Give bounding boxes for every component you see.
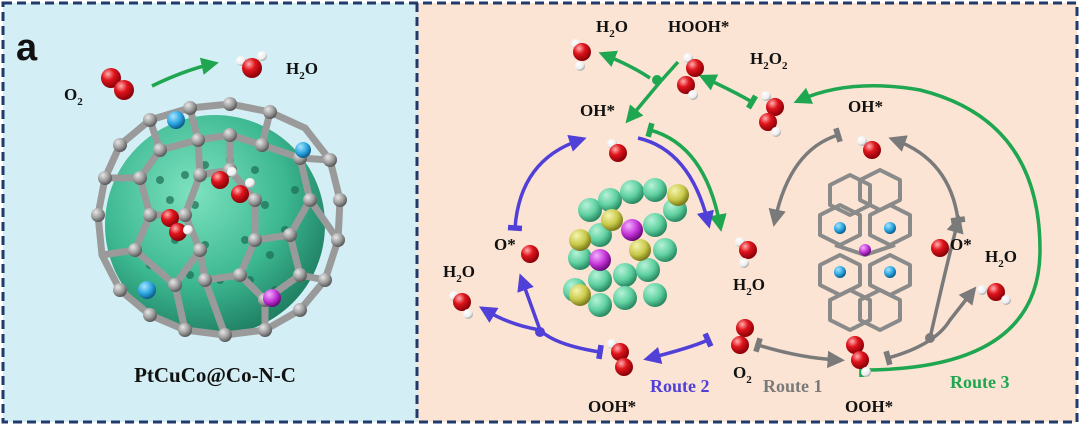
label-hooh: HOOH*: [668, 17, 729, 36]
o2-molecule-left: [101, 68, 134, 100]
h2o2-molecule: [759, 91, 784, 137]
label-ooh-left: OOH*: [588, 397, 636, 416]
label-oh-left: OH*: [580, 101, 615, 120]
label-h2o-left: H2O: [443, 262, 475, 285]
label-h2o-mid: H2O: [733, 275, 765, 298]
o2-label-left: O2: [64, 85, 83, 108]
route1-oh-to-h2o: [768, 127, 843, 227]
route2-o2-to-ooh: [643, 332, 714, 364]
panel-label: a: [16, 27, 38, 69]
h2o-top-molecule: [571, 39, 591, 71]
route3-oh-to-h2o: [645, 122, 727, 232]
route3-arrow-to-h2o: [598, 50, 651, 80]
co-n-c-structure: [818, 168, 912, 332]
adsorption-arrow: [151, 57, 219, 88]
label-h2o-right: H2O: [985, 247, 1017, 270]
label-oh-right: OH*: [848, 97, 883, 116]
label-h2o-top: H2O: [596, 17, 628, 40]
label-o-left: O*: [494, 235, 516, 254]
route2-branch-node: [535, 327, 545, 337]
o-left-atom: [521, 245, 539, 263]
hooh-molecule: [677, 53, 704, 100]
h2o-label-left: H2O: [286, 59, 318, 82]
metal-atom: [263, 289, 281, 307]
oh-right-molecule: [857, 136, 881, 159]
route3-h2o2-to-hooh: [698, 74, 758, 110]
ooh-left-molecule: [607, 339, 633, 376]
ooh-right-molecule: [846, 336, 871, 377]
label-o2-mid: O2: [733, 363, 752, 386]
h2o-molecule-left: [236, 51, 267, 78]
catalyst-caption: PtCuCo@Co-N-C: [134, 363, 296, 387]
h2o-left-molecule: [449, 291, 473, 319]
route1-to-o: [928, 215, 964, 339]
label-o-right: O*: [950, 235, 972, 254]
h2o-mid-molecule: [735, 237, 757, 268]
o-right-atom: [931, 239, 949, 257]
nitrogen-atom: [138, 281, 156, 299]
h2o-right-molecule: [977, 283, 1011, 305]
label-h2o2: H2O2: [750, 49, 788, 72]
nitrogen-atom: [295, 142, 311, 158]
co-n-c-atoms: [834, 222, 896, 278]
alloy-cluster-model: [563, 178, 689, 317]
route2-arrow-to-h2o: [478, 306, 541, 332]
oh-left-molecule: [607, 139, 627, 162]
label-route3: Route 3: [950, 372, 1010, 392]
route1-o2-to-ooh: [753, 337, 845, 369]
route2-oh-to-h2o: [637, 136, 714, 229]
label-route2: Route 2: [650, 376, 710, 396]
route3-long-arc: [793, 84, 1042, 378]
label-route1: Route 1: [763, 376, 823, 396]
route1-o-to-oh: [888, 135, 966, 224]
nitrogen-atom: [167, 111, 185, 129]
route2-o-to-oh: [507, 135, 587, 232]
route3-branch-node: [652, 75, 662, 85]
label-ooh-right: OOH*: [845, 397, 893, 416]
pt-cu-co-cage: [91, 97, 347, 342]
o2-mid-molecule: [731, 319, 754, 354]
